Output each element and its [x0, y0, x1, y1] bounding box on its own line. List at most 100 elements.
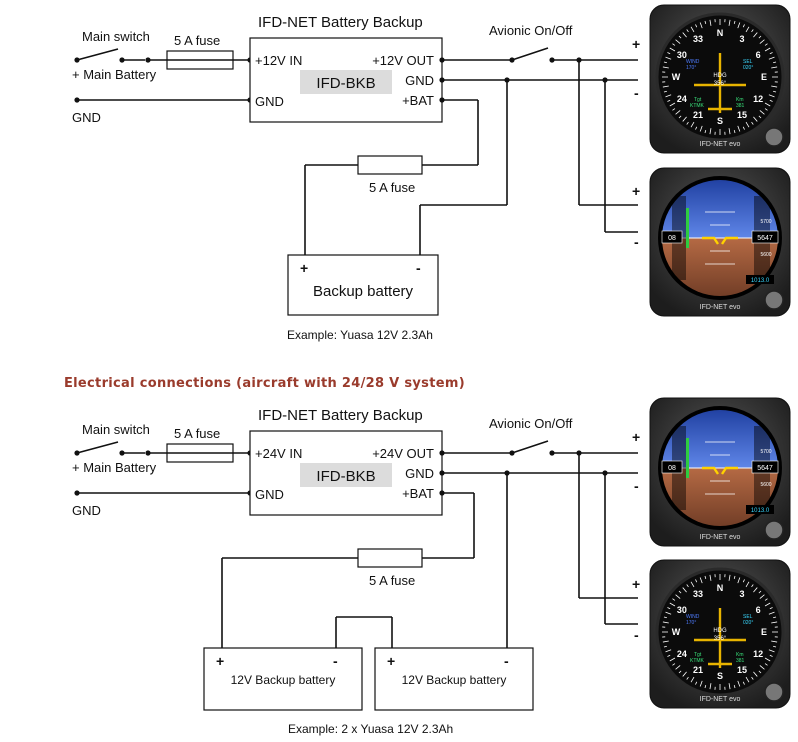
- speed-value: 08: [668, 465, 676, 472]
- brand-label: IFD-NET evo: [700, 696, 741, 703]
- compass-tick: [728, 683, 731, 690]
- compass-tick: [686, 676, 689, 680]
- compass-tick: [669, 102, 676, 107]
- compass-tick: [672, 108, 676, 111]
- main-switch-lever: [76, 48, 119, 61]
- pin-in-label: +24V IN: [255, 446, 302, 461]
- backup-battery: [287, 254, 439, 316]
- compass-tick: [699, 680, 703, 687]
- compass-tick: [769, 654, 773, 657]
- tgt-value: KTMK: [690, 658, 705, 664]
- compass-tick: [769, 607, 773, 610]
- compass-tick: [672, 43, 676, 46]
- compass-label: W: [672, 72, 681, 82]
- compass-tick: [758, 115, 762, 119]
- compass-tick: [678, 670, 682, 674]
- compass-tick: [753, 671, 758, 677]
- section-title: Electrical connections (aircraft with 24…: [64, 376, 465, 391]
- knob[interactable]: [764, 682, 784, 702]
- wind-label: WIND: [686, 59, 700, 65]
- compass-tick: [672, 663, 676, 666]
- wind-value: 170°: [686, 620, 696, 626]
- compass-tick: [764, 108, 768, 111]
- compass-tick: [665, 611, 672, 615]
- compass-tick: [745, 121, 750, 128]
- compass-tick: [667, 607, 671, 610]
- compass-tick: [678, 590, 682, 594]
- compass-tick: [753, 116, 758, 122]
- adi-instrument: 5647 5700 5600 08 1013.0 IFD-NET evo: [649, 397, 791, 547]
- battery-plus: +: [216, 653, 224, 669]
- compass-tick: [764, 657, 771, 662]
- avionic-label: Avionic On/Off: [489, 23, 573, 38]
- compass-tick: [690, 581, 695, 588]
- battery-minus: -: [504, 653, 509, 669]
- compass-tick: [753, 32, 758, 38]
- compass-label: 24: [677, 94, 687, 104]
- compass-label: 12: [753, 94, 763, 104]
- compass-tick: [704, 685, 707, 689]
- compass-tick: [675, 39, 681, 44]
- compass-tick: [682, 587, 687, 593]
- compass-tick: [768, 649, 775, 653]
- compass-tick: [737, 680, 741, 687]
- compass-tick: [742, 579, 745, 583]
- compass-tick: [678, 35, 682, 39]
- battery-fuse: [357, 155, 423, 175]
- compass-tick: [667, 654, 671, 657]
- compass-tick: [751, 29, 754, 33]
- compass-tick: [709, 574, 712, 581]
- altitude-bottom: 5600: [760, 252, 771, 258]
- compass-tick: [764, 102, 771, 107]
- wind-label: WIND: [686, 614, 700, 620]
- compass-tick: [699, 22, 703, 29]
- compass-label: 15: [737, 665, 747, 675]
- compass-label: 30: [677, 605, 687, 615]
- aircraft-symbol: [694, 608, 746, 668]
- knob[interactable]: [764, 290, 784, 310]
- battery-label: 12V Backup battery: [402, 673, 507, 687]
- compass-tick: [742, 681, 745, 685]
- brand-label: IFD-NET evo: [700, 534, 741, 541]
- compass-label: 3: [739, 34, 744, 44]
- terminal-minus: -: [634, 627, 639, 643]
- compass-tick: [699, 577, 703, 584]
- compass-tick: [733, 20, 736, 24]
- battery-fuse: [357, 548, 423, 568]
- compass-tick: [758, 590, 762, 594]
- compass-tick: [771, 621, 778, 624]
- km-label: Km: [736, 652, 744, 658]
- compass-tick: [745, 676, 750, 683]
- brand-label: IFD-NET evo: [700, 141, 741, 148]
- pin-bat-label: +BAT: [402, 486, 434, 501]
- compass-tick: [768, 611, 775, 615]
- compass-tick: [690, 26, 695, 33]
- main-switch-label: Main switch: [82, 422, 150, 437]
- sel-value: 020°: [743, 620, 753, 626]
- compass-label: 21: [693, 110, 703, 120]
- avionic-label: Avionic On/Off: [489, 416, 573, 431]
- backup-battery-2: [374, 647, 534, 711]
- diagram-24v: Main switch + Main Battery 5 A fuse GND …: [72, 407, 640, 736]
- altitude-value: 5647: [757, 465, 773, 472]
- knob[interactable]: [764, 127, 784, 147]
- compass-tick: [728, 19, 731, 26]
- compass-tick: [704, 130, 707, 134]
- compass-tick: [758, 670, 762, 674]
- altitude-value: 5647: [757, 235, 773, 242]
- knob[interactable]: [764, 520, 784, 540]
- tgt-label: Tgt: [694, 652, 702, 658]
- compass-label: 33: [693, 589, 703, 599]
- compass-tick: [690, 676, 695, 683]
- altitude-top: 5700: [760, 449, 771, 455]
- compass-tick: [665, 56, 672, 60]
- compass-tick: [690, 121, 695, 128]
- compass-label: 3: [739, 589, 744, 599]
- compass-tick: [733, 130, 736, 134]
- compass-tick: [753, 587, 758, 593]
- compass-tick: [764, 47, 771, 52]
- pin-gnd-label: GND: [405, 73, 434, 88]
- compass-tick: [709, 128, 712, 135]
- compass-label: S: [717, 116, 723, 126]
